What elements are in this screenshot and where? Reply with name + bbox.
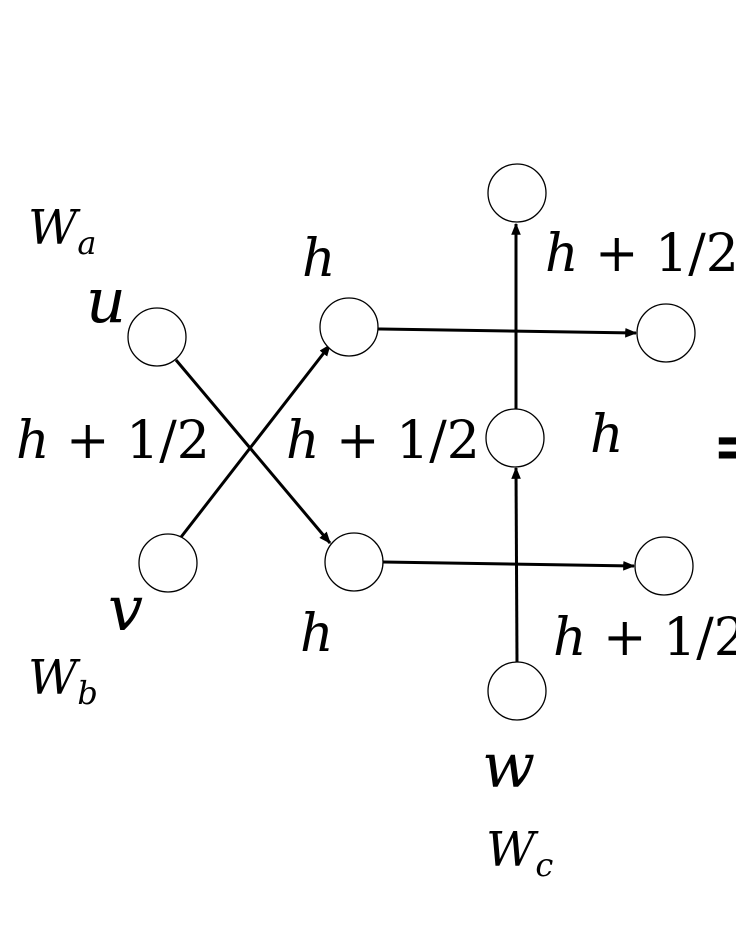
node-lower-middle	[324, 532, 384, 592]
label-h-half-right-upper: h + 1/2	[545, 224, 736, 284]
node-right-upper	[636, 303, 696, 363]
node-v	[138, 533, 198, 593]
edges	[174, 222, 638, 664]
edge-w-to-center	[511, 466, 521, 664]
node-u	[127, 307, 187, 367]
edge-u-to-lower-middle	[174, 359, 332, 544]
node-right-lower	[634, 536, 694, 596]
nodes	[127, 163, 696, 721]
node-label-v: v	[108, 572, 143, 645]
weight-label-a: Wa	[28, 200, 96, 262]
label-h-half-right-lower: h + 1/2	[553, 608, 736, 668]
label-h-center: h	[590, 405, 624, 465]
edge-lower-middle-to-right-lower	[382, 560, 636, 571]
weight-label-c: Wc	[486, 822, 553, 884]
weight-label-b: Wb	[28, 650, 98, 712]
node-w	[487, 661, 547, 721]
node-label-u: u	[86, 264, 126, 337]
label-h-half-left: h + 1/2	[16, 411, 210, 471]
node-center	[485, 408, 545, 468]
node-label-w: w	[482, 729, 535, 802]
label-h-upper-middle: h	[302, 229, 336, 289]
equals-sign-cutoff: =	[712, 409, 736, 484]
edge-v-to-upper-middle	[176, 344, 332, 542]
label-h-lower-middle: h	[300, 604, 334, 664]
node-upper-middle	[319, 297, 379, 357]
label-h-half-middle: h + 1/2	[286, 411, 480, 471]
node-top	[487, 163, 547, 223]
edge-upper-middle-to-right-upper	[377, 327, 638, 338]
